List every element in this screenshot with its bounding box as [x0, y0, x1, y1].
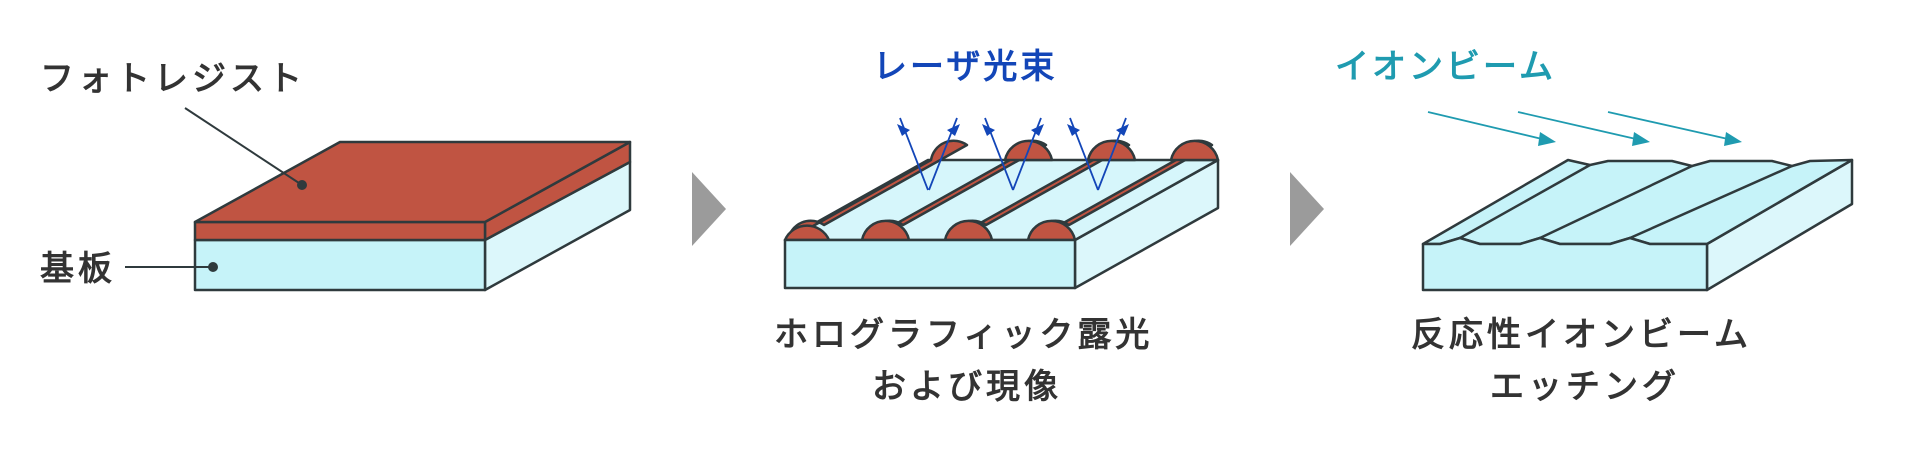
resist-line-4	[1026, 139, 1220, 242]
step3-block	[1421, 158, 1854, 292]
grating-ridges	[1459, 163, 1793, 240]
step2-block	[783, 139, 1220, 290]
laser-beams	[897, 117, 1129, 191]
substrate-label: 基板	[40, 249, 116, 289]
substrate-front	[1421, 236, 1709, 292]
photoresist-callout: フォトレジスト	[40, 59, 307, 190]
step2-caption-line2: および現像	[872, 367, 1062, 407]
resist-line-2	[860, 139, 1054, 242]
resist-line-1	[783, 139, 969, 242]
step2-caption-line1: ホログラフィック露光	[774, 315, 1153, 355]
ion-beam-label: イオンビーム	[1335, 47, 1556, 87]
step3-caption-line1: 反応性イオンビーム	[1411, 315, 1752, 355]
substrate-callout: 基板	[40, 249, 218, 289]
photoresist-top	[193, 140, 632, 224]
substrate-front	[193, 238, 487, 292]
step1-block	[193, 140, 632, 292]
resist-line-3	[943, 139, 1137, 242]
step3-caption-line2: エッチング	[1490, 367, 1680, 407]
substrate-front	[783, 238, 1077, 290]
photoresist-front	[193, 220, 487, 242]
photoresist-label: フォトレジスト	[40, 59, 306, 99]
process-arrow-1	[692, 172, 726, 246]
laser-beam-label: レーザ光束	[873, 47, 1057, 87]
process-arrow-2	[1290, 172, 1324, 246]
ion-beams	[1427, 111, 1742, 146]
